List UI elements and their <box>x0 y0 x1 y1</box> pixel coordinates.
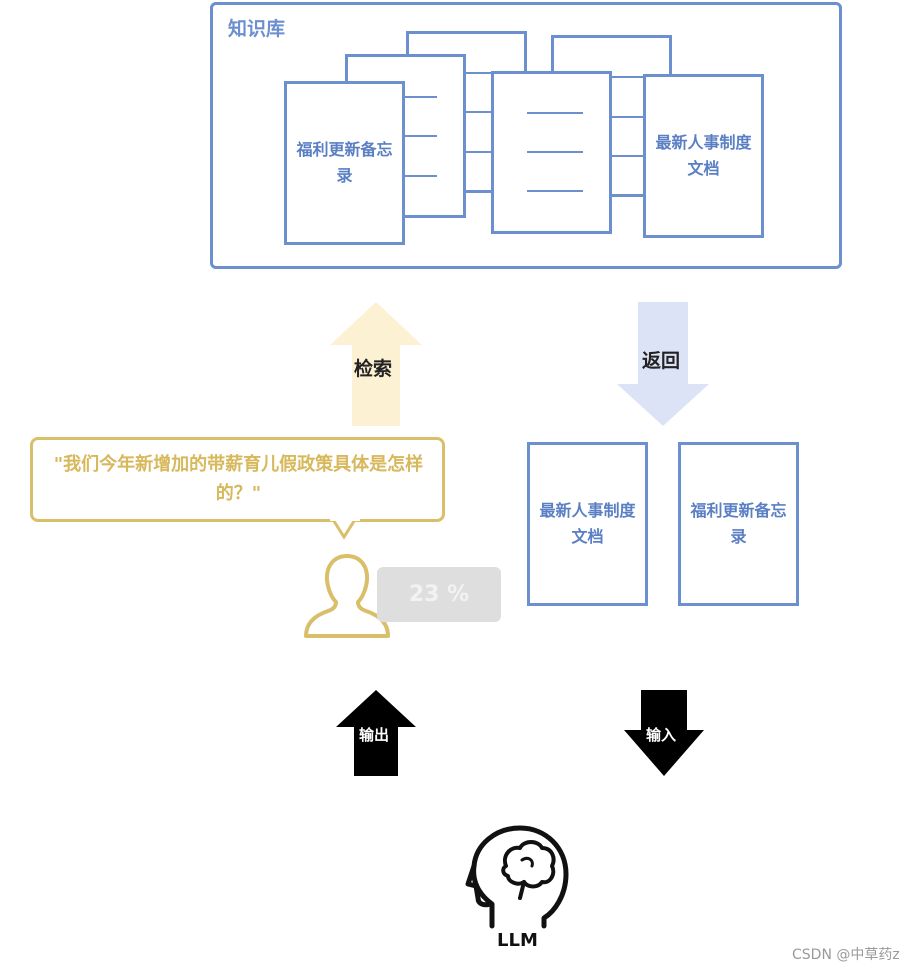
question-bubble <box>30 437 445 522</box>
input-arrow-icon <box>624 690 704 776</box>
kb-doc-line <box>404 175 437 177</box>
kb-doc-line <box>612 116 644 118</box>
kb-doc-line <box>465 72 498 74</box>
retrieve-arrow-icon <box>330 302 422 426</box>
retrieve-label: 检索 <box>354 358 393 380</box>
kb-doc-line <box>465 111 498 113</box>
kb-doc-welfare-memo: 福利更新备忘录 <box>284 81 405 245</box>
retrieved-doc-welfare-memo: 福利更新备忘录 <box>678 442 799 606</box>
kb-doc-line <box>527 112 583 114</box>
user-icon <box>304 554 390 638</box>
kb-doc-hr-policy-label: 最新人事制度文档 <box>655 133 752 178</box>
kb-doc-line <box>404 135 437 137</box>
progress-badge: 23 % <box>377 567 501 622</box>
question-text: "我们今年新增加的带薪育儿假政策具体是怎样的？" <box>53 454 424 504</box>
kb-doc-hr-policy: 最新人事制度文档 <box>643 74 764 238</box>
retrieved-doc-hr-policy: 最新人事制度文档 <box>527 442 648 606</box>
credit-watermark: CSDN @中草药z <box>792 947 900 963</box>
kb-doc-line <box>465 151 498 153</box>
return-label: 返回 <box>642 350 681 372</box>
output-arrow-icon <box>336 690 416 776</box>
return-arrow-icon <box>617 302 709 426</box>
llm-label: LLM <box>497 930 538 951</box>
retrieved-doc-hr-policy-label: 最新人事制度文档 <box>539 501 636 546</box>
output-label: 输出 <box>359 726 390 744</box>
knowledge-base-panel <box>210 2 842 269</box>
input-label: 输入 <box>646 726 677 744</box>
speech-bubble-tail-icon <box>330 518 360 540</box>
kb-doc-welfare-memo-label: 福利更新备忘录 <box>296 140 393 185</box>
kb-doc-line <box>612 155 644 157</box>
kb-doc-line <box>527 151 583 153</box>
kb-doc-line <box>612 76 644 78</box>
kb-doc-line <box>527 190 583 192</box>
brain-head-icon <box>465 825 569 929</box>
kb-doc-line <box>404 96 437 98</box>
retrieved-doc-welfare-memo-label: 福利更新备忘录 <box>690 501 787 546</box>
knowledge-base-title: 知识库 <box>228 18 286 40</box>
